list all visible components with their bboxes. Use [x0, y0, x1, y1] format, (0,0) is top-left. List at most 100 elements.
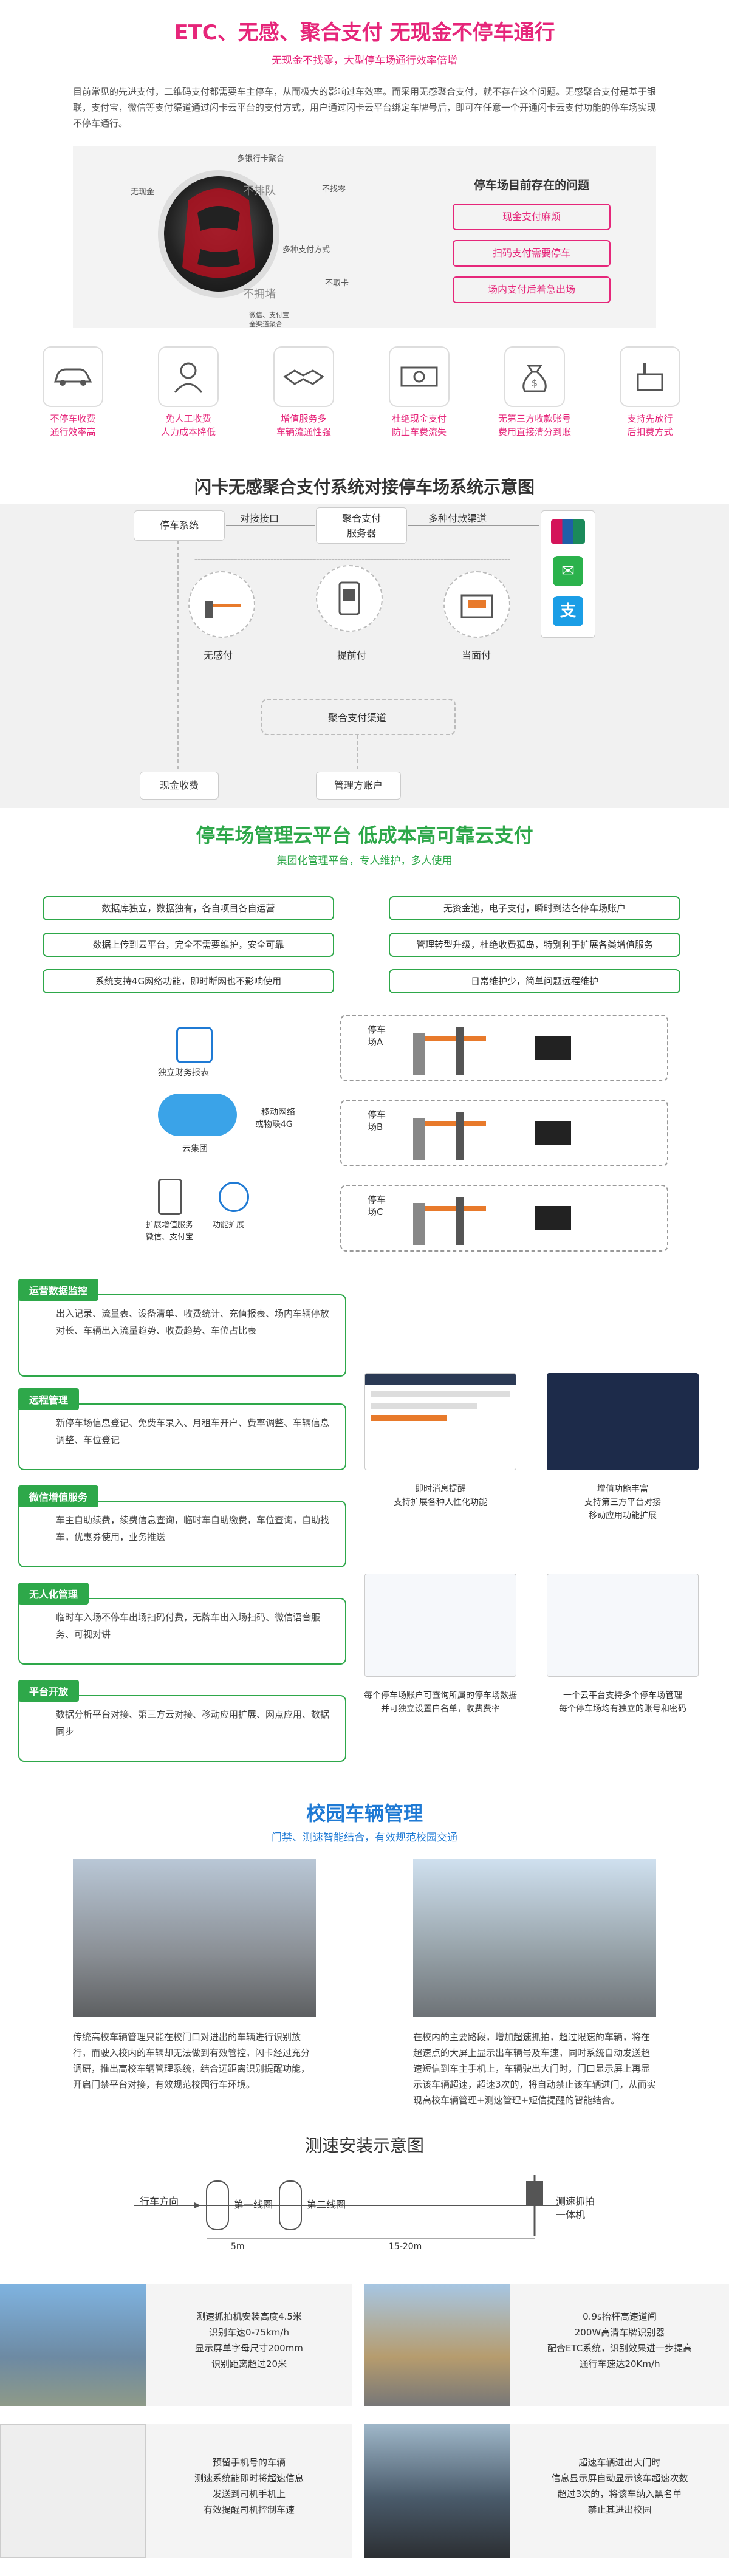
feature-6-line2: 后扣费方式	[627, 426, 673, 437]
gate-post-a	[413, 1033, 425, 1075]
campus-subtitle: 门禁、测速智能结合，有效规范校园交通	[272, 1832, 457, 1844]
shot-caption-2: 增值功能丰富支持第三方平台对接移动应用功能扩展	[547, 1482, 699, 1523]
interface-label: 对接接口	[240, 513, 279, 524]
pos-icon	[620, 346, 680, 407]
computer-b	[535, 1121, 571, 1145]
speed-photo-2	[364, 2284, 510, 2406]
speed-title: 测速安装示意图	[304, 2136, 424, 2156]
car-label-4: 多种支付方式	[282, 245, 330, 255]
shot-caption-4b: 每个停车场均有独立的账号和密码	[559, 1704, 686, 1714]
pay-type-2: 提前付	[337, 649, 367, 661]
computer-c	[535, 1206, 571, 1230]
shot-caption-4a: 一个云平台支持多个停车场管理	[563, 1691, 682, 1701]
shot-caption-2b: 支持第三方平台对接	[584, 1498, 661, 1507]
campus-left-text: 传统高校车辆管理只能在校门口对进出的车辆进行识别放行，而驶入校内的车辆却无法做到…	[73, 2032, 310, 2090]
bag-icon: $	[504, 346, 565, 407]
feature-5-line1: 无第三方收款账号	[498, 413, 572, 424]
speed-caption-4-line-1: 超速车辆进出大门时	[578, 2457, 661, 2468]
cloud-icon	[158, 1094, 237, 1136]
multi-channel-label: 多种付款渠道	[428, 513, 487, 524]
cloud-left-item-2: 数据上传到云平台，完全不需要维护，安全可靠	[43, 933, 334, 957]
speed-caption-2-line-3: 配合ETC系统，识别效果进一步提高	[547, 2343, 693, 2354]
lot-c-label: 停车场C	[368, 1194, 386, 1218]
feature-1-line2: 通行效率高	[50, 426, 96, 437]
speed-caption-3-line-4: 有效提醒司机控制车速	[203, 2504, 295, 2515]
speed-caption-3-line-3: 发送到司机手机上	[212, 2489, 286, 2499]
speed-caption-2-line-4: 通行车速达20Km/h	[579, 2358, 660, 2369]
problems-title: 停车场目前存在的问题	[474, 179, 590, 192]
problem-item-3: 场内支付后着急出场	[453, 276, 611, 303]
camera-post-b	[456, 1112, 464, 1160]
speed-caption-3-line-1: 预留手机号的车辆	[212, 2457, 286, 2468]
speed-photo-1	[0, 2284, 146, 2406]
direction-label: 行车方向	[140, 2196, 179, 2207]
ops-card-2: 新停车场信息登记、免费车录入、月租车开户、费率调整、车辆信息调整、车位登记	[18, 1403, 346, 1470]
distance-2: 15-20m	[389, 2242, 422, 2252]
wechat-icon: ✉	[553, 556, 583, 586]
car-label-2: 不排队	[243, 185, 276, 197]
lot-b-label: 停车场B	[368, 1109, 386, 1132]
car-label-7: 微信、支付宝	[249, 311, 289, 319]
alipay-icon: 支	[553, 596, 583, 626]
camera-label: 测速抓拍	[556, 2196, 595, 2207]
speed-caption-4-line-2: 信息显示屏自动显示该车超速次数	[551, 2473, 688, 2484]
cloud-left-item-1: 数据库独立，数据独有，各自项目各自运营	[43, 896, 334, 920]
feature-5-line2: 费用直接清分到账	[498, 426, 572, 437]
cloud-subtitle: 集团化管理平台，专人维护，多人使用	[276, 855, 453, 867]
gate-post-c	[413, 1203, 425, 1245]
arrow-channels	[408, 525, 539, 526]
cloud-right-item-1: 无资金池，电子支付，瞬时到达各停车场账户	[389, 896, 680, 920]
car-label-3: 不找零	[322, 185, 346, 194]
ops-card-5: 数据分析平台对接、第三方云对接、移动应用扩展、网点应用、数据同步	[18, 1695, 346, 1762]
feature-2-line1: 免人工收费	[165, 413, 211, 424]
feature-1: 不停车收费通行效率高	[36, 346, 109, 439]
parking-system-box: 停车系统	[134, 510, 225, 541]
ops-tag-4: 无人化管理	[18, 1583, 89, 1605]
pay-type-1: 无感付	[204, 649, 233, 661]
speed-caption-2-line-2: 200W高清车牌识别器	[574, 2327, 665, 2338]
server-label: 服务器	[346, 527, 376, 539]
phone-icon	[158, 1179, 182, 1215]
car-top-icon	[182, 188, 255, 278]
speed-caption-1-line-3: 显示屏单字母尺寸200mm	[195, 2343, 303, 2354]
vertical-line-mgmt	[357, 735, 358, 770]
unionpay-icon	[551, 519, 585, 544]
shot-caption-2c: 移动应用功能扩展	[589, 1511, 657, 1521]
ops-tag-2: 远程管理	[18, 1388, 80, 1410]
speed-photo-4	[364, 2424, 510, 2558]
mobile-label-2: 或物联4G	[255, 1120, 293, 1129]
cloud-title: 停车场管理云平台 低成本高可靠云支付	[196, 824, 533, 847]
car-illustration	[158, 170, 279, 298]
ext-label-2: 微信、支付宝	[146, 1233, 194, 1242]
prepay-icon	[316, 565, 383, 632]
car-label-6: 不拥堵	[243, 288, 276, 301]
feature-1-line1: 不停车收费	[50, 413, 96, 424]
loop1-label: 第一线圈	[234, 2199, 273, 2210]
cloud-right-item-2: 管理转型升级，杜绝收费孤岛，特别利于扩展各类增值服务	[389, 933, 680, 957]
cash-box: 现金收费	[140, 772, 219, 800]
schematic-title: 闪卡无感聚合支付系统对接停车场系统示意图	[194, 477, 535, 497]
arrow-interface	[226, 525, 315, 526]
speed-caption-4-line-4: 禁止其进出校园	[587, 2504, 652, 2515]
shot-caption-4: 一个云平台支持多个停车场管理每个停车场均有独立的账号和密码	[535, 1689, 711, 1716]
money-icon	[389, 346, 450, 407]
speed-caption-1-line-2: 识别车速0-75km/h	[209, 2327, 289, 2338]
loop2-label: 第二线圈	[307, 2199, 346, 2210]
face-pay-icon	[443, 571, 510, 638]
branch-line	[194, 559, 510, 560]
aggregate-server-box: 聚合支付服务器	[316, 507, 407, 544]
finance-label: 独立财务报表	[158, 1068, 209, 1078]
ops-card-1: 出入记录、流量表、设备清单、收费统计、充值报表、场内车辆停放对长、车辆出入流量趋…	[18, 1294, 346, 1377]
feature-4-line2: 防止车费流失	[391, 426, 447, 437]
car-label-1: 无现金	[131, 188, 155, 197]
car-label-8: 全渠道聚合	[249, 320, 282, 328]
mobile-label: 移动网络	[261, 1108, 295, 1117]
problem-item-2: 扫码支付需要停车	[453, 240, 611, 267]
car-label-5: 不取卡	[325, 279, 349, 288]
campus-gate-photo-1	[73, 1859, 316, 2017]
ops-tag-1: 运营数据监控	[18, 1279, 99, 1301]
shot-caption-2a: 增值功能丰富	[597, 1484, 648, 1494]
cloud-right-item-3: 日常维护少，简单问题远程维护	[389, 969, 680, 993]
hero-section: ETC、无感、聚合支付 无现金不停车通行 无现金不找零，大型停车场通行效率倍增 …	[0, 0, 729, 146]
shot-caption-1a: 即时消息提醒	[415, 1484, 466, 1494]
